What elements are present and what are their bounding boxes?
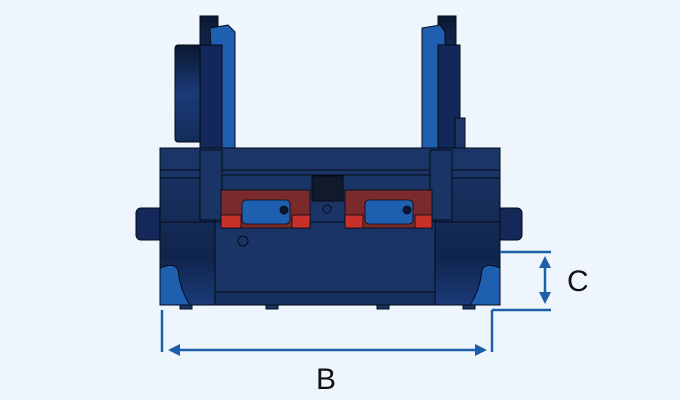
right-spring-housing [344, 189, 433, 229]
right-roller-wheel [421, 15, 466, 167]
left-spring-housing [220, 189, 311, 229]
center-block [311, 175, 344, 202]
machine-body [159, 147, 501, 310]
dimension-b [160, 310, 494, 356]
center-bolt [322, 204, 332, 214]
dimension-c-label: C [567, 265, 589, 298]
left-roller-wheel [174, 15, 236, 167]
side-bolt [237, 235, 249, 247]
dimension-b-label: B [316, 363, 336, 396]
dimension-c [492, 250, 551, 312]
